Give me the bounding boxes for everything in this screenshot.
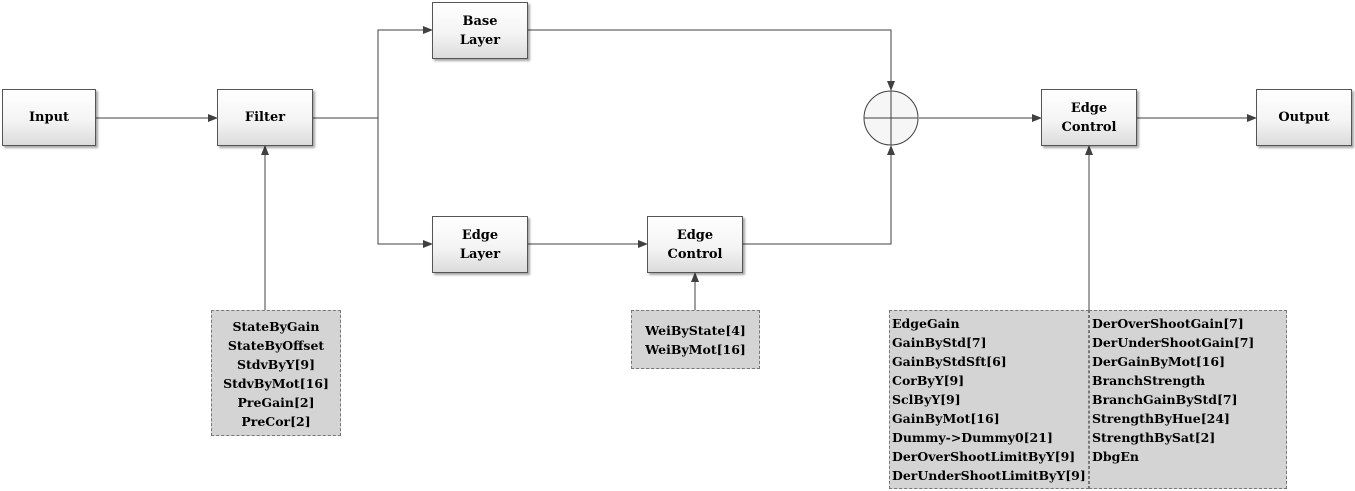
output-control-param: DerGainByMot[16]: [1092, 354, 1225, 369]
edge-control-out-block: Edge Control: [1041, 89, 1137, 146]
wire-base-sum: [528, 29, 895, 91]
output-control-param: DerUnderShootLimitByY[9]: [892, 468, 1086, 483]
output-control-param: GainByStdSft[6]: [892, 354, 1007, 369]
edge-control-param: WeiByMot[16]: [645, 342, 746, 357]
edge-layer-block: Edge Layer: [432, 216, 528, 273]
output-control-param: CorByY[9]: [892, 373, 965, 388]
edge-control-out-label-line1: Edge: [1070, 100, 1108, 116]
output-control-params-left-box: EdgeGain GainByStd[7] GainByStdSft[6] Co…: [889, 310, 1089, 489]
output-control-param: StrengthBySat[2]: [1092, 430, 1216, 445]
filter-param: StdvByY[9]: [236, 357, 316, 372]
output-control-param: BranchStrength: [1092, 373, 1206, 388]
filter-param: PreCor[2]: [241, 414, 311, 429]
input-block: Input: [2, 89, 96, 146]
edge-control-mid-label-line1: Edge: [676, 227, 714, 243]
output-control-param: BranchGainByStd[7]: [1092, 392, 1238, 407]
filter-param: PreGain[2]: [237, 395, 315, 410]
filter-param: StateByOffset: [227, 338, 325, 353]
output-control-param: DbgEn: [1092, 449, 1139, 464]
edge-control-mid-block: Edge Control: [647, 216, 743, 273]
output-control-param: DerOverShootLimitByY[9]: [892, 449, 1076, 464]
wire-filter-base: [313, 26, 433, 119]
output-control-param: StrengthByHue[24]: [1092, 411, 1230, 426]
output-control-param: EdgeGain: [892, 316, 960, 331]
filter-params-box: StateByGain StateByOffset StdvByY[9] Std…: [211, 310, 341, 436]
output-label: Output: [1278, 110, 1330, 125]
output-control-param: GainByMot[16]: [892, 411, 1000, 426]
edge-control-out-label-line2: Control: [1061, 119, 1117, 135]
output-control-param: Dummy->Dummy0[21]: [892, 430, 1053, 445]
output-control-param: DerOverShootGain[7]: [1092, 316, 1244, 331]
filter-label: Filter: [244, 110, 286, 125]
output-control-param: GainByStd[7]: [892, 335, 987, 350]
output-control-param: DerUnderShootGain[7]: [1092, 335, 1255, 350]
filter-param: StdvByMot[16]: [223, 376, 329, 391]
base-layer-block: Base Layer: [432, 2, 528, 59]
wire-control-sum: [743, 145, 895, 245]
filter-param: StateByGain: [232, 319, 320, 334]
edge-layer-label-line2: Layer: [459, 246, 501, 262]
output-control-param: SclByY[9]: [892, 392, 961, 407]
edge-control-mid-label-line2: Control: [667, 246, 723, 262]
base-layer-label-line2: Layer: [459, 32, 501, 48]
edge-control-params-box: WeiByState[4] WeiByMot[16]: [631, 310, 760, 369]
output-block: Output: [1256, 89, 1352, 146]
input-label: Input: [28, 110, 70, 125]
base-layer-label-line1: Base: [462, 13, 498, 29]
output-control-params-right-box: DerOverShootGain[7] DerUnderShootGain[7]…: [1089, 310, 1287, 489]
edge-layer-label-line1: Edge: [461, 227, 499, 243]
edge-control-param: WeiByState[4]: [645, 323, 746, 338]
wire-filter-edge: [377, 118, 433, 248]
sum-junction-icon: [863, 90, 919, 146]
filter-block: Filter: [217, 89, 313, 146]
